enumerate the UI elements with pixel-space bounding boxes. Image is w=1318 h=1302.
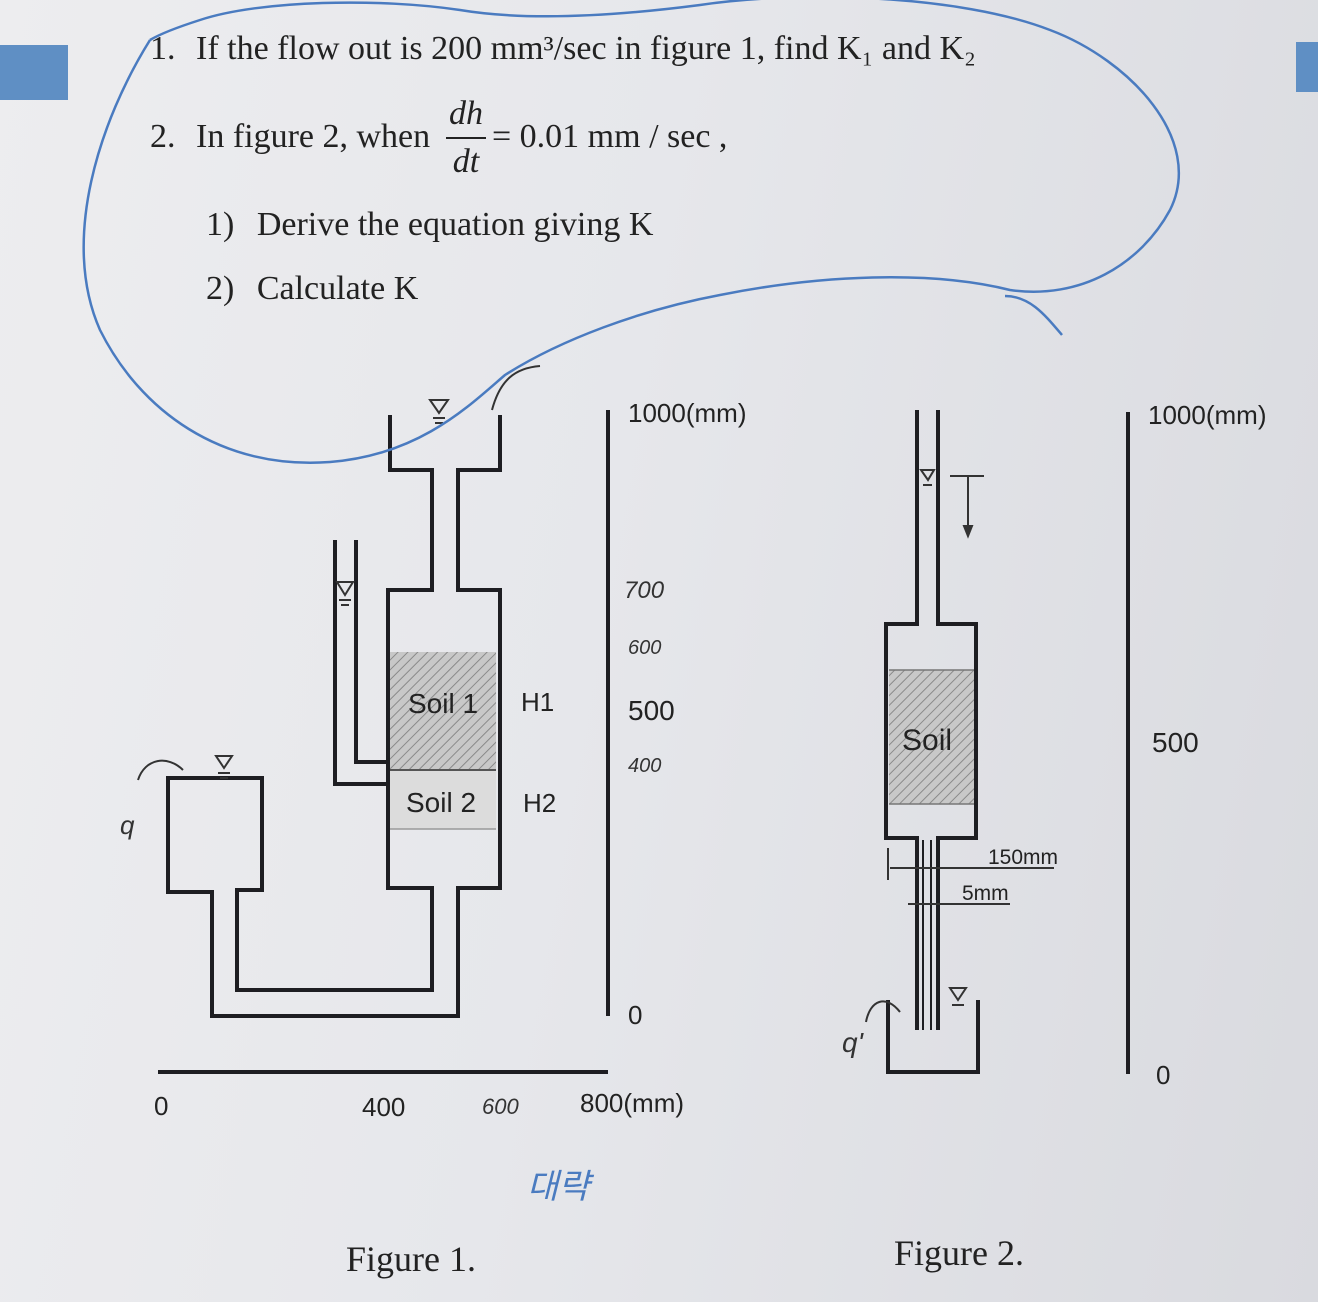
figure-2-scale-top: 1000(mm): [1148, 400, 1266, 430]
figure-2-soil-layer: [889, 670, 974, 804]
figure-1-scale-500: 500: [628, 695, 675, 726]
figure-2-dimension-lines: [887, 848, 1054, 905]
left-edge-tab: [0, 45, 68, 100]
figure-1-hand-600: 600: [628, 637, 661, 659]
figure-2-water-level-icon: [919, 469, 936, 486]
dimension-150mm: 150mm: [988, 846, 1058, 869]
figure-1-column-outline: [166, 415, 502, 1018]
x-axis-end: 800(mm): [580, 1088, 684, 1118]
flow-q-label: q: [120, 810, 135, 840]
question-1: 1. If the flow out is 200 mm³/sec in fig…: [150, 30, 976, 68]
figure-2-falling-head-arrow-icon: [950, 475, 984, 539]
figure-1-scale-top: 1000(mm): [628, 398, 746, 428]
outflow-arrow-icon: [137, 759, 184, 781]
figure-2-tailwater-tank: [886, 1000, 980, 1074]
x-axis-zero: 0: [154, 1091, 168, 1121]
sub-question-1-text: Derive the equation giving K: [256, 206, 654, 243]
figure-1-caption: Figure 1.: [346, 1239, 476, 1279]
figure-2-caption: Figure 2.: [894, 1233, 1024, 1273]
korean-handwriting: 대략: [527, 1168, 594, 1206]
pen-annotation-tail: [1004, 294, 1063, 336]
soil-2-label: Soil 2: [406, 787, 476, 818]
inflow-pen-curve: [491, 365, 541, 411]
figure-2-scale-500: 500: [1152, 727, 1199, 758]
fraction-denominator: dt: [452, 143, 480, 180]
pen-annotation-loop: [82, 0, 1181, 464]
figure-1-apparatus: [166, 415, 502, 1018]
sub-question-2: 2) Calculate K: [206, 270, 418, 308]
right-edge-tab: [1296, 42, 1318, 92]
question-2-prefix: In figure 2, when: [196, 118, 431, 155]
question-2-suffix: = 0.01 mm / sec ,: [492, 118, 728, 155]
x-axis-hand-600: 600: [482, 1094, 519, 1119]
derivative-fraction: dh dt: [446, 94, 486, 182]
figure-1-hand-700: 700: [624, 577, 665, 604]
sub-question-1-number: 1): [206, 206, 235, 243]
figure-2-inner-tube: [922, 840, 932, 1030]
figure-1-scale-zero: 0: [628, 1000, 642, 1030]
h2-label: H2: [523, 788, 556, 818]
water-level-icon-top: [428, 399, 450, 424]
water-level-icon-outlet: [214, 755, 234, 779]
figure-2-outflow-arrow-icon: [865, 1000, 901, 1023]
figure-1-soil-2-layer: [390, 771, 496, 829]
soil-1-label: Soil 1: [408, 688, 478, 719]
question-2: 2. In figure 2, when: [150, 118, 430, 156]
sub-question-1: 1) Derive the equation giving K: [206, 206, 653, 244]
water-level-icon-piezometer: [335, 581, 355, 606]
figure-1-piezometer: [333, 540, 388, 786]
question-1-text: If the flow out is 200 mm³/sec in figure…: [196, 30, 976, 67]
fraction-numerator: dh: [449, 95, 483, 132]
x-axis-400: 400: [362, 1092, 405, 1122]
figure-2-flow-label: q': [842, 1027, 865, 1058]
h1-label: H1: [521, 687, 554, 717]
sub-question-2-text: Calculate K: [256, 270, 419, 307]
figure-1-soil-1-layer: [390, 652, 496, 770]
figure-2-apparatus: [884, 410, 980, 1074]
question-2-number: 2.: [150, 118, 176, 155]
figure-1-hand-400: 400: [628, 755, 661, 777]
figure-2-soil-label: Soil: [902, 724, 952, 757]
figure-2-standpipe-outline: [884, 410, 978, 1030]
fraction-bar: [446, 137, 486, 139]
question-1-number: 1.: [150, 30, 176, 67]
figure-2-scale-zero: 0: [1156, 1060, 1170, 1090]
dimension-5mm: 5mm: [962, 882, 1009, 905]
figure-2-tailwater-level-icon: [948, 987, 968, 1006]
sub-question-2-number: 2): [206, 270, 235, 307]
